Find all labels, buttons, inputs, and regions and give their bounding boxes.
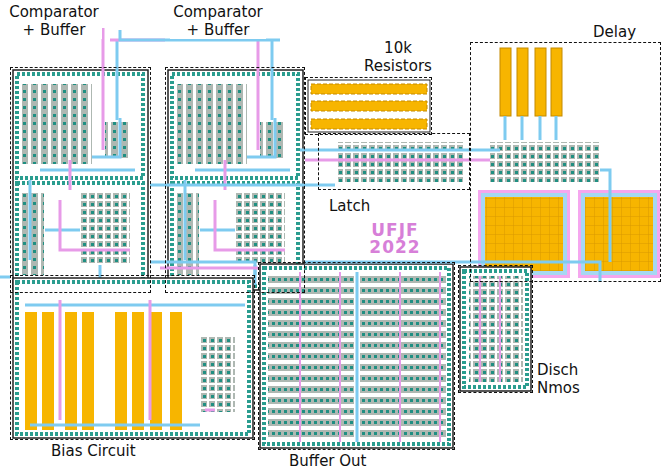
latch-layout (338, 142, 465, 182)
block-outline: Latch (318, 133, 470, 190)
block-outline: Delay (470, 42, 661, 282)
block-outline: Bias Circuit (10, 275, 255, 440)
resistor-layout (308, 80, 430, 132)
block-outline: Comparator + Buffer (165, 67, 305, 293)
block-label: Comparator + Buffer (170, 3, 266, 39)
block-label: Disch Nmos (537, 361, 597, 397)
block-outline: Comparator + Buffer (10, 67, 151, 293)
block-outline: Buffer Out (258, 262, 455, 450)
block-outline: 10k Resistors (305, 77, 432, 135)
block-label: Latch (329, 197, 389, 215)
bias-layout (13, 278, 253, 438)
block-outline: Disch Nmos (458, 265, 533, 393)
block-label: 10k Resistors (358, 39, 438, 75)
block-label: Buffer Out (289, 452, 389, 470)
delay-layout (478, 48, 660, 278)
buffer-layout (260, 264, 453, 448)
block-label: Delay (593, 23, 653, 41)
block-label: Bias Circuit (51, 442, 161, 460)
watermark: UFJF 2022 (362, 222, 428, 256)
block-label: Comparator + Buffer (6, 3, 102, 39)
discharge-layout (460, 267, 531, 391)
